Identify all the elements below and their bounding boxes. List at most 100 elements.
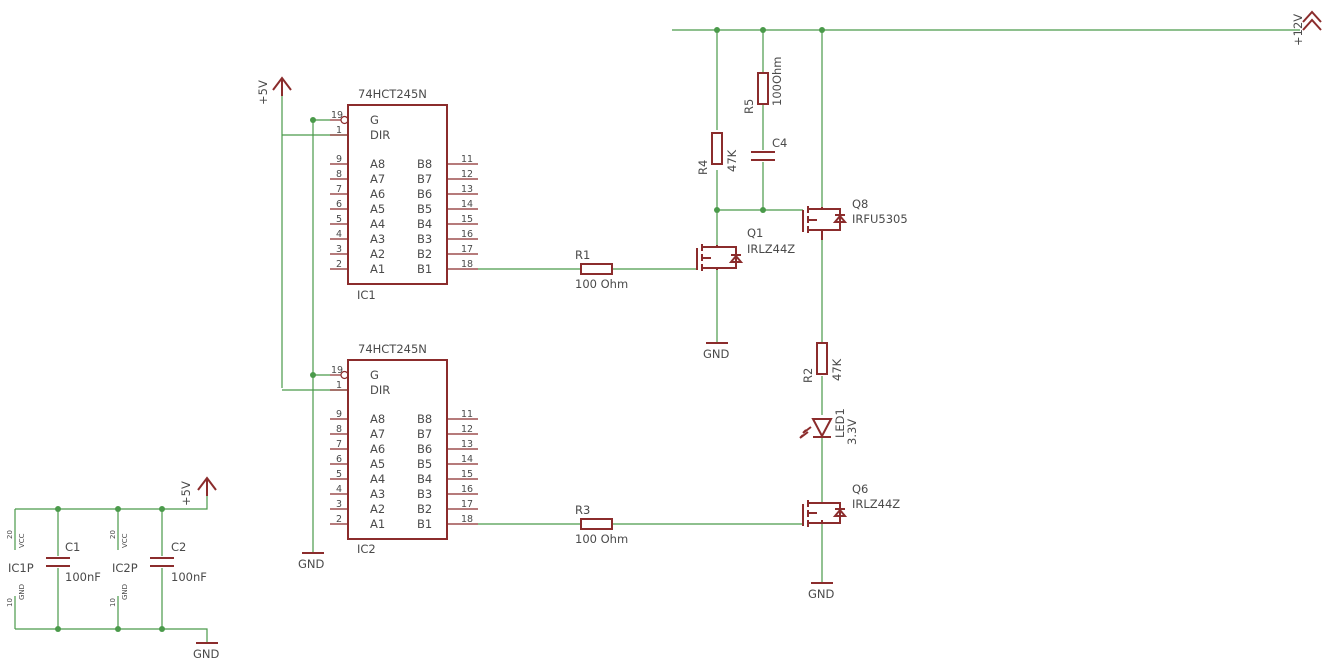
supply-double-arrow-icon [1302,10,1322,31]
ic2-pin-num: 6 [336,454,342,465]
ic1-pin-num: 6 [336,199,342,210]
led1: LED1 3.3V [799,408,859,445]
q6-value: IRLZ44Z [852,497,900,511]
capacitor-icon [150,557,174,567]
ic1-pin-name: DIR [370,128,390,142]
r5-value: 100Ohm [770,57,784,107]
junction-dot [115,506,121,512]
ic1-pin-num: 15 [461,214,473,225]
c4-name: C4 [772,136,787,150]
ic2-pin-num: 7 [336,439,342,450]
ic2-pin-num: 14 [461,454,473,465]
supply-12v-label: +12V [1291,14,1305,46]
ic2-pin-num: 18 [461,514,473,525]
resistor-r5: R5 100Ohm [742,57,784,115]
resistor-r4: R4 47K [696,132,739,175]
ic2: 74HCT245N IC2 19 G 1 DIR 9 A8 8 A7 7 A6 … [330,342,478,556]
r2-value: 47K [830,358,844,381]
mosfet-diode-icon [728,254,744,263]
ic1-pin-name: B5 [417,202,432,216]
junction-dot [760,27,766,33]
resistor-icon [816,342,828,375]
ic2-pin-num: 9 [336,409,342,420]
ic2p-vcc-label: VCC [121,533,129,548]
power-block-ic1p: 20 VCC IC1P 10 GND [6,530,34,607]
ic1-pin-num: 8 [336,169,342,180]
ic1-pin-num: 13 [461,184,473,195]
supply-5v-label: +5V [179,481,193,506]
resistor-r2: R2 47K [801,342,844,383]
gnd-label: GND [193,647,220,661]
ic1-pin-name: B1 [417,262,432,276]
ic1p-gnd-label: GND [18,584,26,600]
led1-name: LED1 [833,408,847,438]
r4-value: 47K [725,149,739,172]
supply-arrow-icon [272,76,292,96]
junction-dot [310,117,316,123]
junctions [55,27,825,632]
junction-dot [310,372,316,378]
ic1-pin-name: A5 [370,202,385,216]
gnd-label: GND [298,557,325,571]
junction-dot [115,626,121,632]
ic2-pin-num: 1 [336,380,342,391]
gnd-q6: GND [808,582,835,601]
ic1-right-pins: 11 B8 12 B7 13 B6 14 B5 15 B4 16 B3 17 B… [417,154,478,276]
ic2-right-pins: 11 B8 12 B7 13 B6 14 B5 15 B4 16 B3 17 B… [417,409,478,531]
supply-arrow-icon [197,476,217,496]
ic2-pin-num: 4 [336,484,342,495]
led-light-arrows-icon [799,426,812,439]
resistor-r3: R3 100 Ohm [575,503,628,546]
gnd-power: GND [193,642,220,661]
ic2-pin-name: A4 [370,472,385,486]
ic1-pin-name: A8 [370,157,385,171]
ic1-pin-num: 4 [336,229,342,240]
ic1-value: 74HCT245N [358,87,427,101]
ic2p-name: IC2P [112,561,138,575]
ic2-pin-name: A8 [370,412,385,426]
ic1: 74HCT245N IC1 19 G 1 DIR 9 A8 8 A7 7 A6 … [330,87,478,302]
r1-value: 100 Ohm [575,277,628,291]
ic1-pin-name: B2 [417,247,432,261]
supply-5v-label: +5V [256,80,270,105]
ic2-pin-name: B4 [417,472,432,486]
ic1-pin-name: A2 [370,247,385,261]
ic2-pin-name: B2 [417,502,432,516]
mosfet-icon [802,500,841,527]
mosfet-diode-icon [832,508,848,517]
ic1-pin-name: A4 [370,217,385,231]
ic1-pin-num: 7 [336,184,342,195]
ic2-pin-num: 2 [336,514,342,525]
ic2-pin-name: B3 [417,487,432,501]
ic1-pin-name: A3 [370,232,385,246]
c1-value: 100nF [65,570,101,584]
q6-name: Q6 [852,482,868,496]
q1-value: IRLZ44Z [747,242,795,256]
supply-5v-power: +5V [179,476,217,506]
mosfet-icon [802,206,841,240]
c1-name: C1 [65,540,80,554]
q1-name: Q1 [747,226,763,240]
q8-value: IRFU5305 [852,212,908,226]
resistor-icon [757,72,769,105]
gnd-label: GND [808,587,835,601]
r1-name: R1 [575,248,590,262]
r5-name: R5 [742,99,756,114]
ic1-pin-num: 1 [336,125,342,136]
ic2-pin-num: 17 [461,499,473,510]
ic2-name: IC2 [357,542,376,556]
ic1-pin-num: 5 [336,214,342,225]
junction-dot [714,207,720,213]
ic2-pin-name: B6 [417,442,432,456]
junction-dot [819,27,825,33]
ic2-pin-num: 12 [461,424,473,435]
led1-value: 3.3V [845,419,859,445]
c2-name: C2 [171,540,186,554]
ic2-pin-name: B7 [417,427,432,441]
ic2p-vcc-pin: 20 [109,530,117,539]
ic1-pin-num: 16 [461,229,473,240]
ic2-pin-name: A6 [370,442,385,456]
resistor-icon [580,518,613,530]
ic1-pin-num: 2 [336,259,342,270]
ic1-pin-name: B6 [417,187,432,201]
